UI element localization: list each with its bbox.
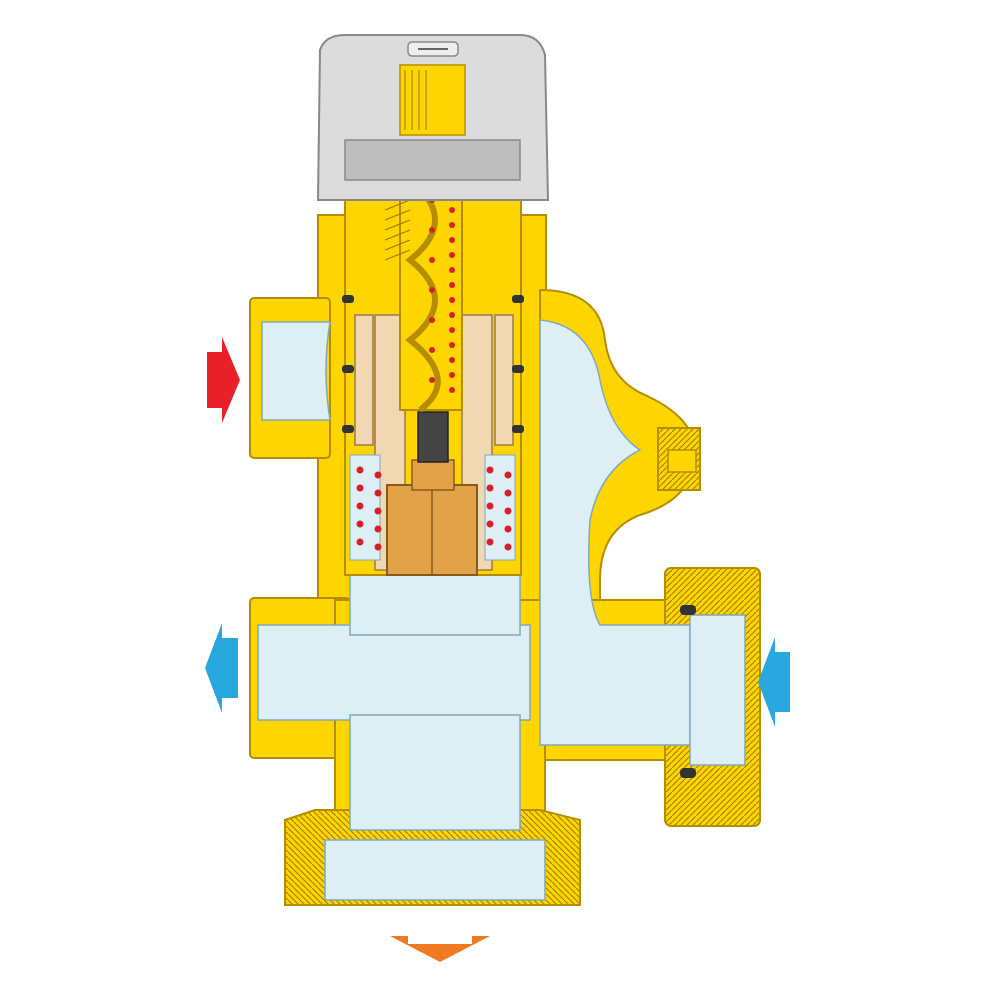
cold-inlet-arrow: [758, 637, 790, 727]
fluid-cavities: [257, 319, 746, 901]
flow-arrows: [205, 337, 790, 962]
adjust-knob: [316, 34, 550, 201]
hot-inlet-arrow: [207, 337, 240, 423]
cold-outlet-arrow: [205, 623, 238, 713]
mixed-outlet-arrow: [390, 936, 490, 962]
springs: [356, 192, 512, 551]
right-plug: [657, 427, 701, 491]
